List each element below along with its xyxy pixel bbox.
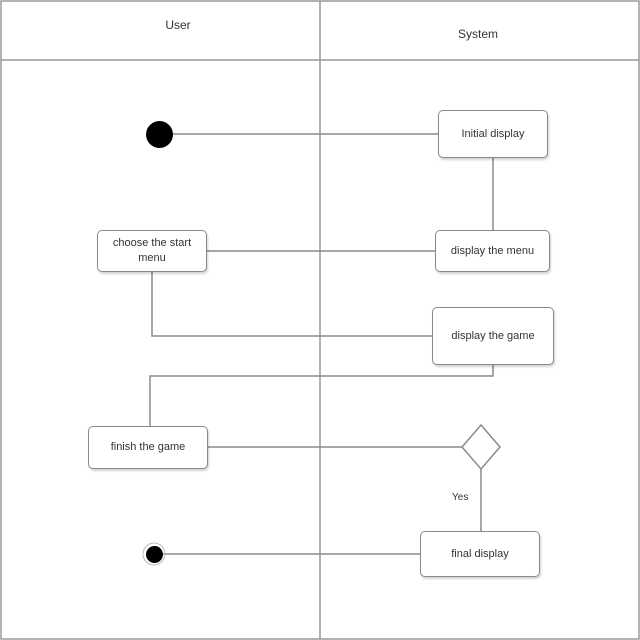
end-node-ring bbox=[142, 542, 166, 566]
lane-title-user: User bbox=[165, 18, 191, 32]
node-final-display: final display bbox=[420, 531, 540, 577]
final-node bbox=[146, 546, 163, 563]
edge-choose-to-display-game bbox=[151, 272, 432, 337]
node-choose-start-menu: choose the start menu bbox=[97, 230, 207, 272]
node-display-menu: display the menu bbox=[435, 230, 550, 272]
lane-title-system: System bbox=[457, 27, 498, 41]
node-display-game: display the game bbox=[432, 307, 554, 365]
initial-node bbox=[146, 121, 173, 148]
node-finish-game: finish the game bbox=[88, 426, 208, 469]
edge-display-game-to-finish bbox=[149, 365, 494, 426]
node-initial-display: Initial display bbox=[438, 110, 548, 158]
decision-diamond bbox=[461, 423, 501, 471]
edge-label-yes: Yes bbox=[452, 492, 469, 503]
